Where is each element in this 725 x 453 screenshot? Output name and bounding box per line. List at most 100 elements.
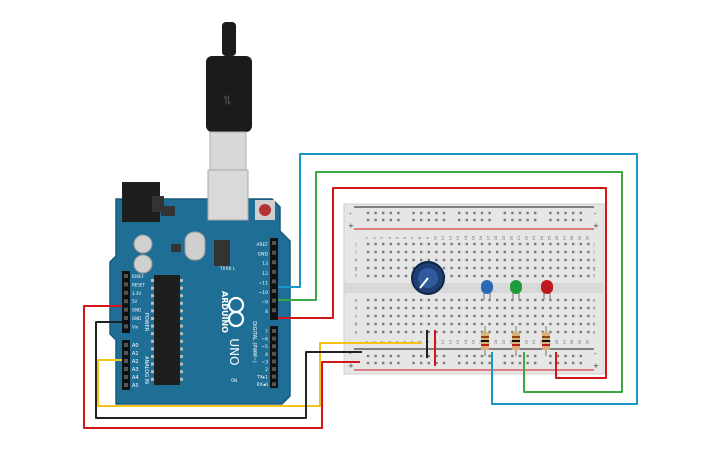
rail-hole xyxy=(374,361,377,365)
rail-hole xyxy=(465,218,468,222)
rail-hole xyxy=(572,218,575,222)
rail-hole xyxy=(518,361,522,365)
terminal-hole xyxy=(404,242,408,246)
terminal-hole xyxy=(587,314,590,318)
terminal-hole xyxy=(473,322,476,326)
terminal-hole xyxy=(534,306,537,310)
rail-hole xyxy=(389,354,392,358)
rail-hole xyxy=(511,361,514,365)
terminal-hole xyxy=(473,298,476,302)
led-red[interactable] xyxy=(541,280,553,300)
rail-hole xyxy=(556,361,560,365)
column-number: 5 xyxy=(395,237,399,239)
header-socket xyxy=(124,375,128,379)
terminal-hole xyxy=(480,306,484,310)
terminal-hole xyxy=(572,250,575,254)
resistors xyxy=(481,326,550,356)
column-number: 15 xyxy=(471,340,475,345)
terminal-hole xyxy=(541,250,544,254)
terminal-hole xyxy=(404,266,408,270)
terminal-hole xyxy=(549,250,552,254)
capacitor-2 xyxy=(133,254,153,274)
terminal-hole xyxy=(579,322,582,326)
terminal-hole xyxy=(572,266,575,270)
wire-red-5v[interactable] xyxy=(83,305,360,429)
column-number: 15 xyxy=(471,236,475,241)
terminal-hole xyxy=(442,306,446,310)
terminal-hole xyxy=(488,274,491,278)
terminal-hole xyxy=(465,306,468,310)
terminal-hole xyxy=(556,258,560,262)
column-number: 4 xyxy=(388,340,392,343)
reset-button[interactable] xyxy=(259,204,271,216)
terminal-hole xyxy=(549,306,552,310)
resistor-1[interactable] xyxy=(481,326,489,356)
rail-hole xyxy=(488,218,491,222)
chip-pin xyxy=(151,301,154,305)
terminal-hole xyxy=(541,274,544,278)
rail-hole xyxy=(473,361,476,365)
terminal-hole xyxy=(503,322,506,326)
terminal-hole xyxy=(480,266,484,270)
rail-hole xyxy=(473,354,476,358)
rail-hole xyxy=(397,354,400,358)
column-number: 28 xyxy=(570,235,574,240)
board-model-label: UNO xyxy=(227,338,241,365)
column-number: 10 xyxy=(433,235,437,240)
rail-hole xyxy=(534,218,537,222)
header-sockets xyxy=(124,241,276,387)
pin-label-0: RX◂0 xyxy=(257,382,268,388)
rail-hole xyxy=(556,211,560,215)
chip-pin xyxy=(180,317,183,320)
terminal-hole xyxy=(473,314,476,318)
terminal-hole xyxy=(556,322,560,326)
wire-blue-pin13[interactable] xyxy=(278,153,638,405)
pin-label-10: ~10 xyxy=(259,290,269,296)
rail-hole xyxy=(435,211,438,215)
terminal-hole xyxy=(488,250,491,254)
arduino-board[interactable]: ARDUINO UNO DIGITAL (PWM~) POWER ANALOG … xyxy=(109,169,291,405)
header-socket xyxy=(272,241,276,245)
potentiometer[interactable] xyxy=(411,261,445,295)
terminal-hole xyxy=(442,322,446,326)
wire-black-gnd[interactable] xyxy=(95,321,362,419)
terminal-hole xyxy=(564,306,567,310)
terminal-hole xyxy=(518,306,522,310)
terminal-hole xyxy=(564,258,567,262)
led-green[interactable] xyxy=(510,280,522,300)
row-letter: e xyxy=(355,299,358,304)
terminal-hole xyxy=(473,242,476,246)
chip-pin xyxy=(180,355,183,358)
wire-red-pin9[interactable] xyxy=(278,187,607,379)
chip-pin xyxy=(151,294,154,298)
resistor-2[interactable] xyxy=(512,326,520,356)
terminal-hole xyxy=(465,330,468,334)
terminal-hole xyxy=(503,314,506,318)
terminal-hole xyxy=(397,274,400,278)
rail-hole xyxy=(435,361,438,365)
column-number: 26 xyxy=(555,235,559,240)
terminal-hole xyxy=(427,330,430,334)
pin-label-3v3: 3.3V xyxy=(132,291,141,296)
terminal-hole xyxy=(579,298,582,302)
terminal-hole xyxy=(404,274,408,278)
wire-yellow-a0[interactable] xyxy=(97,342,422,407)
terminal-hole xyxy=(518,250,522,254)
wire-green-pin11[interactable] xyxy=(278,171,623,393)
terminal-hole xyxy=(465,242,468,246)
resistor-3[interactable] xyxy=(542,326,550,356)
led-label-tx: TX xyxy=(219,266,225,271)
terminal-hole xyxy=(473,306,476,310)
chip-pin xyxy=(180,286,183,290)
resistor-band xyxy=(542,340,550,342)
terminal-hole xyxy=(480,250,484,254)
terminal-hole xyxy=(458,314,461,318)
pin-label-9: ~9 xyxy=(261,300,268,306)
led-blue[interactable] xyxy=(481,280,493,300)
terminal-hole xyxy=(556,330,560,334)
terminal-hole xyxy=(480,298,484,302)
rail-hole xyxy=(412,354,415,358)
terminal-hole xyxy=(389,258,392,262)
